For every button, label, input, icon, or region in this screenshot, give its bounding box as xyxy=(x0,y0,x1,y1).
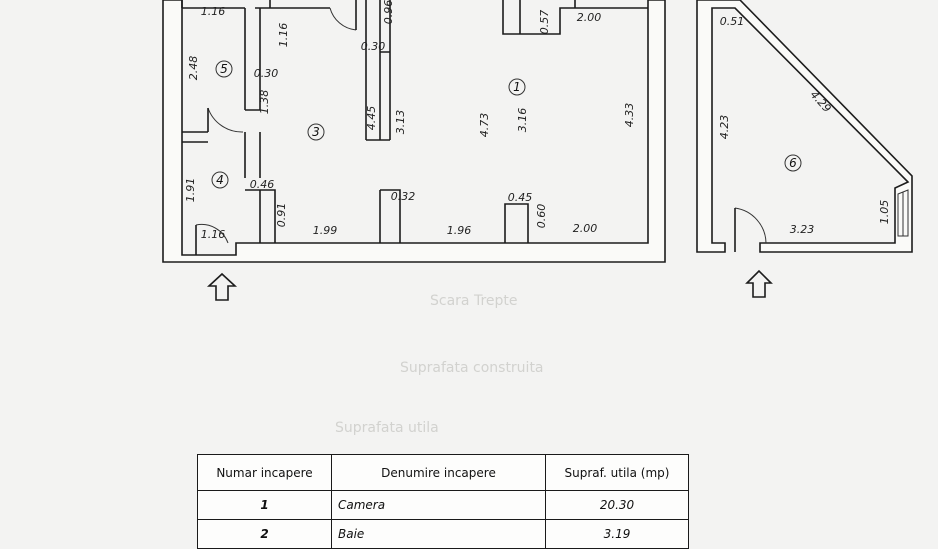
room-label-3: 3 xyxy=(312,125,320,139)
row-name: Baie xyxy=(331,519,546,549)
dim-top-096: 0.96 xyxy=(382,0,395,24)
outer-wall-right-unit xyxy=(696,0,913,253)
dim-wall-030: 0.30 xyxy=(361,40,386,53)
room-label-5: 5 xyxy=(220,62,228,76)
room-label-4: 4 xyxy=(216,173,224,187)
floor-plan: Scara Trepte Suprafata construita Supraf… xyxy=(162,0,913,436)
dim-room5-wall-a: 0.30 xyxy=(254,67,279,80)
arrow-up-icon xyxy=(206,272,238,301)
dim-room3-inner: 3.13 xyxy=(394,110,407,135)
left-unit xyxy=(162,0,666,263)
room-area-table: Numar incapere Denumire incapere Supraf.… xyxy=(197,454,689,549)
dim-room4-width: 1.16 xyxy=(201,228,226,241)
dim-room5-height: 2.48 xyxy=(187,56,200,81)
ghost-text-1: Scara Trepte xyxy=(430,293,518,309)
outer-wall-left-unit xyxy=(162,0,666,263)
right-unit xyxy=(696,0,913,253)
dim-bottom-196: 1.96 xyxy=(447,224,472,237)
dim-bottom-045: 0.45 xyxy=(508,191,533,204)
dim-room3-top: 1.16 xyxy=(277,23,290,48)
row-area: 20.30 xyxy=(545,490,689,520)
row-name: Camera xyxy=(331,490,546,520)
dim-room1-width: 2.00 xyxy=(573,222,598,235)
dim-room4-recess: 0.91 xyxy=(275,203,288,228)
table-row: 1 Camera 20.30 xyxy=(197,490,689,520)
dim-room5-wall-b: 1.38 xyxy=(258,90,271,115)
row-number: 2 xyxy=(197,519,332,549)
table-row: 2 Baie 3.19 xyxy=(197,519,689,549)
dim-top-057: 0.57 xyxy=(538,10,551,35)
col-header-area: Supraf. utila (mp) xyxy=(545,454,689,491)
dim-room3-bottom: 1.99 xyxy=(313,224,338,237)
dim-top-200: 2.00 xyxy=(577,11,602,24)
dim-room6-top: 0.51 xyxy=(720,15,745,28)
row-number: 1 xyxy=(197,490,332,520)
dim-room3-height: 4.45 xyxy=(365,106,378,131)
row-area: 3.19 xyxy=(545,519,689,549)
dim-room5-width: 1.16 xyxy=(201,5,226,18)
dim-room4-height: 1.91 xyxy=(184,178,197,203)
dim-room4-step: 0.46 xyxy=(250,178,275,191)
ghost-text-2: Suprafata construita xyxy=(400,360,544,376)
col-header-name: Denumire incapere xyxy=(331,454,546,491)
dim-room6-bottom: 3.23 xyxy=(790,223,815,236)
dim-room1-inner: 3.16 xyxy=(516,108,529,133)
ghost-text-3: Suprafata utila xyxy=(335,420,439,436)
dim-room1-wall: 4.73 xyxy=(478,113,491,138)
dim-room6-left: 4.23 xyxy=(718,115,731,140)
table-header-row: Numar incapere Denumire incapere Supraf.… xyxy=(197,454,689,491)
arrow-up-icon xyxy=(745,269,773,298)
dim-room1-height: 4.33 xyxy=(623,103,636,128)
room-label-1: 1 xyxy=(513,80,521,94)
col-header-number: Numar incapere xyxy=(197,454,332,491)
room-label-6: 6 xyxy=(789,156,797,170)
dim-bottom-060: 0.60 xyxy=(535,204,548,229)
dim-wall-032: 0.32 xyxy=(391,190,416,203)
dim-room6-right: 1.05 xyxy=(878,200,891,225)
